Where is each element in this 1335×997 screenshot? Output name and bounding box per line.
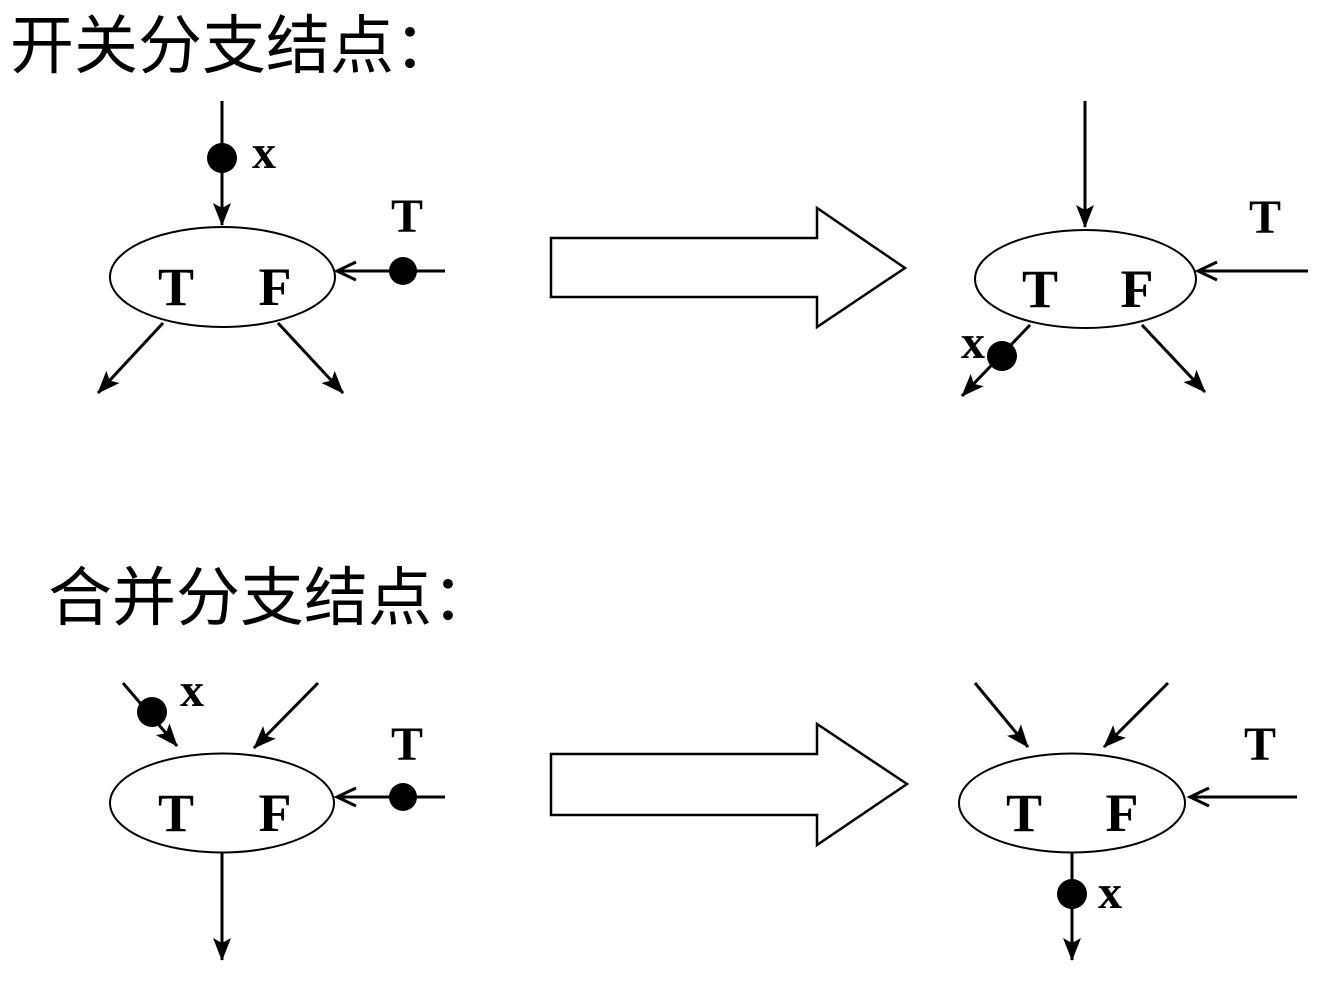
branch-false-label: F	[1106, 783, 1139, 843]
input-arrow-right	[252, 681, 320, 750]
false-branch-out-arrow	[276, 321, 345, 395]
branch-true-label: T	[1022, 259, 1058, 319]
input-arrow-left	[973, 682, 1030, 748]
token-dot	[207, 143, 237, 173]
true-branch-out-arrow	[96, 321, 165, 395]
side-token-dot	[389, 783, 417, 811]
branch-node-ellipse	[958, 752, 1186, 854]
section-title-switch: 开关分支结点：	[10, 10, 458, 84]
branch-true-label: T	[158, 257, 194, 317]
side-token-dot	[389, 257, 417, 285]
merge-after-diagram: T F T x	[958, 681, 1297, 961]
branch-false-label: F	[259, 257, 292, 317]
token-dot	[1057, 879, 1087, 909]
side-input-label: T	[391, 190, 423, 243]
transform-arrow	[549, 721, 910, 848]
transform-arrow	[549, 205, 908, 330]
false-branch-out-arrow	[1140, 323, 1207, 394]
token-label: x	[180, 664, 204, 717]
branch-true-label: T	[158, 783, 194, 843]
input-arrow-right	[1102, 681, 1170, 749]
switch-before-diagram: x T F T	[96, 101, 445, 395]
token-dot	[137, 697, 167, 727]
side-input-label: T	[1244, 718, 1276, 771]
branch-false-label: F	[259, 783, 292, 843]
token-label: x	[961, 316, 985, 369]
token-dot	[987, 341, 1017, 371]
merge-before-diagram: x T F T	[109, 664, 445, 961]
branch-node-ellipse	[109, 226, 336, 328]
branch-node-ellipse	[974, 229, 1197, 329]
branch-node-ellipse	[109, 752, 335, 854]
token-label: x	[1098, 866, 1122, 919]
branch-true-label: T	[1006, 783, 1042, 843]
token-label: x	[252, 126, 276, 179]
section-title-merge: 合并分支结点：	[48, 562, 496, 636]
branch-false-label: F	[1121, 259, 1154, 319]
switch-after-diagram: T F T x	[960, 101, 1308, 398]
side-input-label: T	[391, 718, 423, 771]
side-input-label: T	[1249, 191, 1281, 244]
